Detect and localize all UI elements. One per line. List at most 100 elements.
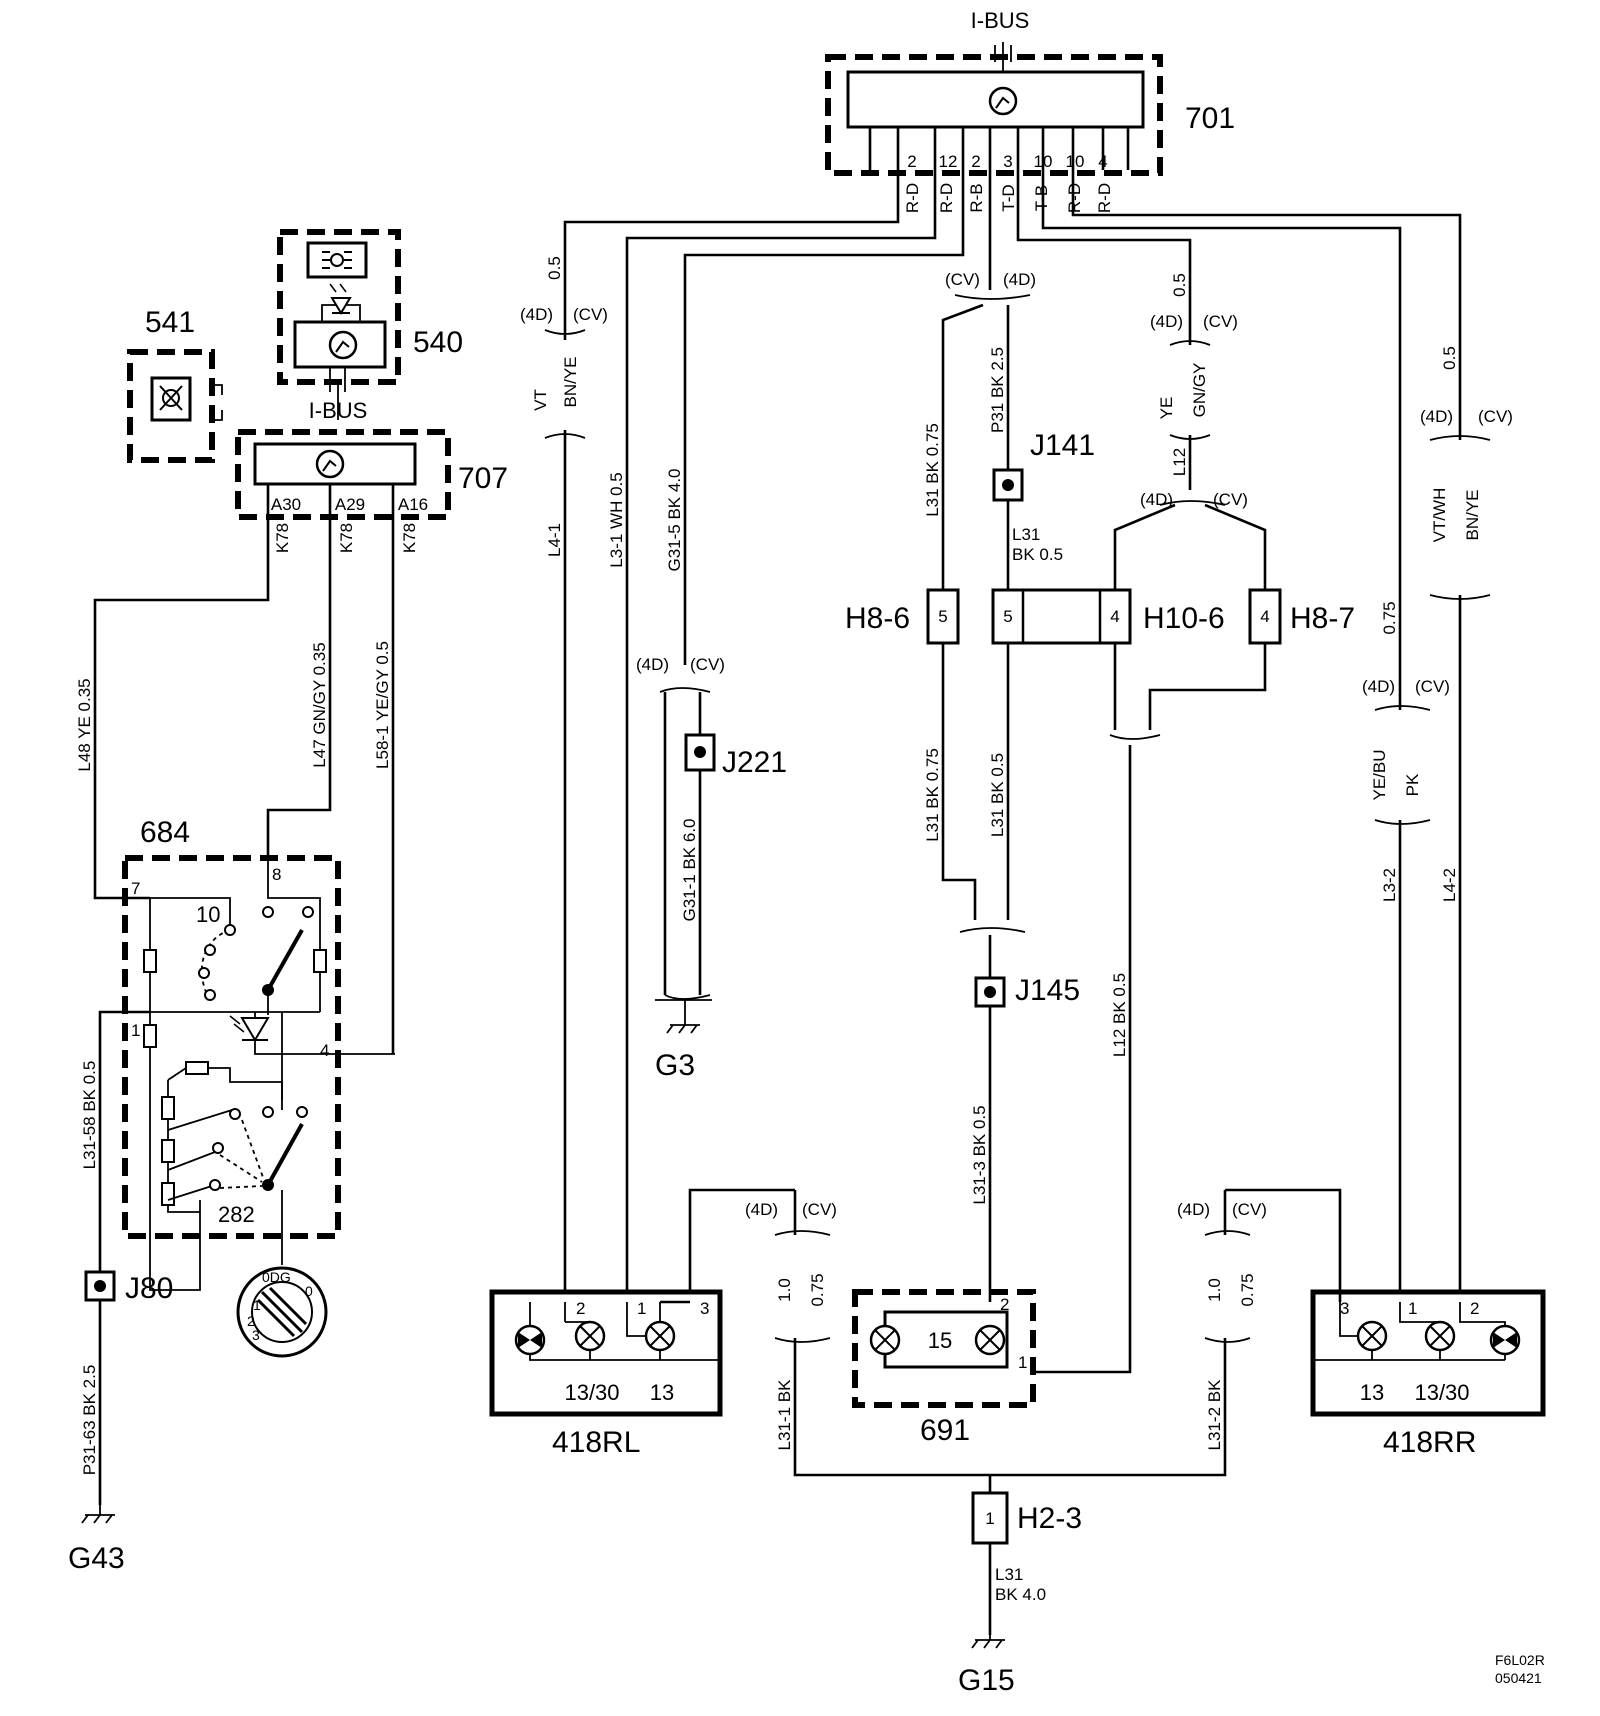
pin-code-701-5: T-B bbox=[1032, 185, 1051, 211]
pin-h8-7: 4 bbox=[1260, 607, 1269, 626]
wire-l3-cv: PK bbox=[1403, 773, 1422, 796]
wire-g15-b: BK 4.0 bbox=[995, 1585, 1046, 1604]
wire-418rl-3-up bbox=[688, 1188, 795, 1292]
wire-l4-2: L4-2 bbox=[1440, 868, 1459, 902]
ground-label-g15: G15 bbox=[958, 1664, 1015, 1697]
pin-701-7: 4 bbox=[1098, 152, 1107, 171]
splice-label-j145: J145 bbox=[1015, 974, 1080, 1007]
pin-684-10: 10 bbox=[196, 902, 220, 927]
wire-l48: L48 YE 0.35 bbox=[75, 678, 94, 771]
ground-label-g43: G43 bbox=[68, 1542, 125, 1575]
pin-h8-6: 5 bbox=[938, 607, 947, 626]
wire-l31-075: L31 BK 0.75 bbox=[923, 423, 942, 517]
ground-g43: G43 bbox=[68, 1505, 125, 1575]
wire-rl-4d: VT bbox=[531, 389, 550, 411]
led-icon-540 bbox=[321, 283, 361, 322]
pin-code-701-1: R-D bbox=[903, 183, 922, 213]
pin-684-8: 8 bbox=[272, 865, 281, 884]
wire-rr-cv: BN/YE bbox=[1463, 489, 1482, 540]
wire-size-075-a: 0.75 bbox=[808, 1273, 827, 1306]
variant-4d-b2: (4D) bbox=[1177, 1200, 1210, 1219]
variant-markers: (4D) (CV) (4D) (CV) (CV) (4D) (4D) (CV) … bbox=[520, 270, 1513, 1343]
wire-rl-cv: BN/YE bbox=[561, 356, 580, 407]
variant-cv-l3: (CV) bbox=[1415, 677, 1450, 696]
resistor-684-e bbox=[161, 1139, 175, 1163]
pin-code-701-6: R-D bbox=[1065, 183, 1084, 213]
variant-cv-rl: (CV) bbox=[573, 305, 608, 324]
wire-p31: P31 BK 2.5 bbox=[988, 347, 1007, 433]
wire-g31-5: G31-5 BK 4.0 bbox=[665, 468, 684, 571]
wire-418rr-3-up bbox=[1225, 1188, 1342, 1302]
bulb-icon-rr-1 bbox=[1356, 1320, 1388, 1352]
splice-j145: J145 bbox=[974, 974, 1080, 1008]
pin-code-701-2: R-D bbox=[937, 183, 956, 213]
pin-684-7: 7 bbox=[131, 879, 140, 898]
connector-label-h8-6: H8-6 bbox=[845, 602, 910, 635]
lamp-418rr-b: 13/30 bbox=[1414, 1380, 1469, 1405]
wire-size-075-b: 0.75 bbox=[1238, 1273, 1257, 1306]
wire-l4-1: L4-1 bbox=[545, 523, 564, 557]
pin-701-5: 10 bbox=[1034, 152, 1053, 171]
wire-l3-2: L3-2 bbox=[1380, 868, 1399, 902]
wire-g31-1: G31-1 BK 6.0 bbox=[680, 818, 699, 921]
pin-418rr-2: 2 bbox=[1470, 1299, 1479, 1318]
wire-l31-3: L31-3 BK 0.5 bbox=[970, 1105, 989, 1204]
resistor-684-d bbox=[161, 1096, 175, 1120]
pin-707-1: A30 bbox=[271, 495, 301, 514]
component-540: 540 bbox=[277, 229, 463, 420]
wire-rl-size: 0.5 bbox=[545, 256, 564, 280]
variant-cv-g3: (CV) bbox=[690, 655, 725, 674]
variant-cv-b1: (CV) bbox=[802, 1200, 837, 1219]
wire-rr-size: 0.5 bbox=[1440, 346, 1459, 370]
ground-label-g3: G3 bbox=[655, 1049, 695, 1082]
pin-h2-3: 1 bbox=[985, 1509, 994, 1528]
variant-4d-l12b: (4D) bbox=[1140, 490, 1173, 509]
tail-lamp-icon-rr-led bbox=[1489, 1324, 1521, 1356]
component-id-541: 541 bbox=[145, 306, 195, 339]
splice-j141: J141 bbox=[992, 429, 1095, 502]
ground-g15: G15 bbox=[958, 1635, 1015, 1697]
variant-4d-l3: (4D) bbox=[1362, 677, 1395, 696]
resistor-684-a bbox=[143, 949, 157, 973]
component-id-540: 540 bbox=[413, 326, 463, 359]
component-707: I-BUS 707 A30 A29 A16 K78 K78 K78 bbox=[235, 398, 508, 553]
figure-code: F6L02R bbox=[1495, 1652, 1545, 1668]
bulb-icon-rl-1 bbox=[574, 1320, 606, 1352]
pin-701-2: 12 bbox=[939, 152, 958, 171]
variant-4d-rr: (4D) bbox=[1420, 407, 1453, 426]
resistor-684-g bbox=[185, 1061, 209, 1075]
node-icon-707 bbox=[315, 449, 345, 479]
wire-l12-cv: GN/GY bbox=[1190, 363, 1209, 418]
wiring-main: 0.5 VT BN/YE L4-1 L3-1 WH 0.5 G31-5 BK 4… bbox=[531, 170, 1482, 1374]
lamp-418rl-a: 13/30 bbox=[564, 1380, 619, 1405]
svg-text:0: 0 bbox=[305, 1283, 313, 1299]
splice-j80: J80 bbox=[84, 1270, 173, 1305]
splice-label-j221: J221 bbox=[722, 746, 787, 779]
wire-rr-4d: VT/WH bbox=[1430, 488, 1449, 543]
variant-4d-rl: (4D) bbox=[520, 305, 553, 324]
lamp-418rr-a: 13 bbox=[1360, 1380, 1384, 1405]
variant-4d-691: (4D) bbox=[1003, 270, 1036, 289]
component-id-701: 701 bbox=[1185, 102, 1235, 135]
variant-cv-rr: (CV) bbox=[1478, 407, 1513, 426]
pin-701-3: 2 bbox=[971, 152, 980, 171]
pin-code-701-3: R-B bbox=[967, 183, 986, 212]
pin-707-2: A29 bbox=[335, 495, 365, 514]
pin-701-4: 3 bbox=[1003, 152, 1012, 171]
wire-p31-63: P31-63 BK 2.5 bbox=[80, 1365, 99, 1476]
svg-text:3: 3 bbox=[252, 1327, 260, 1343]
wire-l3-1: L3-1 WH 0.5 bbox=[607, 472, 626, 567]
wire-size-10-a: 1.0 bbox=[775, 1278, 794, 1302]
splice-j221: J221 bbox=[684, 733, 787, 779]
wire-l31-58: L31-58 BK 0.5 bbox=[80, 1061, 99, 1170]
wire-l47: L47 GN/GY 0.35 bbox=[310, 642, 329, 767]
bus-label-701: I-BUS bbox=[971, 8, 1030, 33]
pin-701-6: 10 bbox=[1066, 152, 1085, 171]
wiring-bottom: 1.0 0.75 1.0 0.75 L31-1 BK L31-2 BK L31 … bbox=[775, 1190, 1257, 1635]
wiring-left: L48 YE 0.35 L47 GN/GY 0.35 L58-1 YE/GY 0… bbox=[75, 515, 395, 1505]
component-id-691: 691 bbox=[920, 1414, 970, 1447]
component-701: I-BUS 701 2 12 2 3 10 10 4 R-D R-D R-B T… bbox=[825, 8, 1235, 213]
wire-l31-2: L31-2 BK bbox=[1205, 1379, 1224, 1451]
component-541: 541 bbox=[127, 306, 223, 463]
svg-text:2: 2 bbox=[247, 1313, 255, 1329]
